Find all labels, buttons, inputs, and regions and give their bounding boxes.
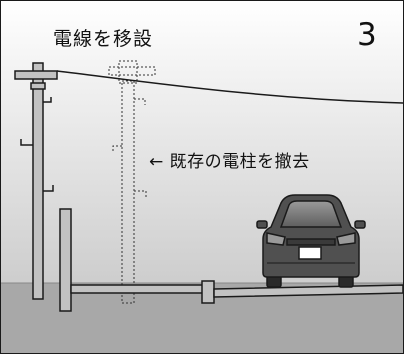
car <box>256 194 366 288</box>
diagram-caption: 電線を移設 <box>53 28 154 50</box>
annotation-text: 既存の電柱を撤去 <box>169 152 310 172</box>
new-pole <box>14 62 58 300</box>
guard-post <box>59 208 72 312</box>
existing-pole-dashed <box>108 60 156 304</box>
step-number: 3 <box>357 17 377 53</box>
left-arrow-icon: ← <box>149 152 164 172</box>
pole-removal-annotation: ← 既存の電柱を撤去 <box>149 147 310 172</box>
power-line <box>56 70 403 104</box>
